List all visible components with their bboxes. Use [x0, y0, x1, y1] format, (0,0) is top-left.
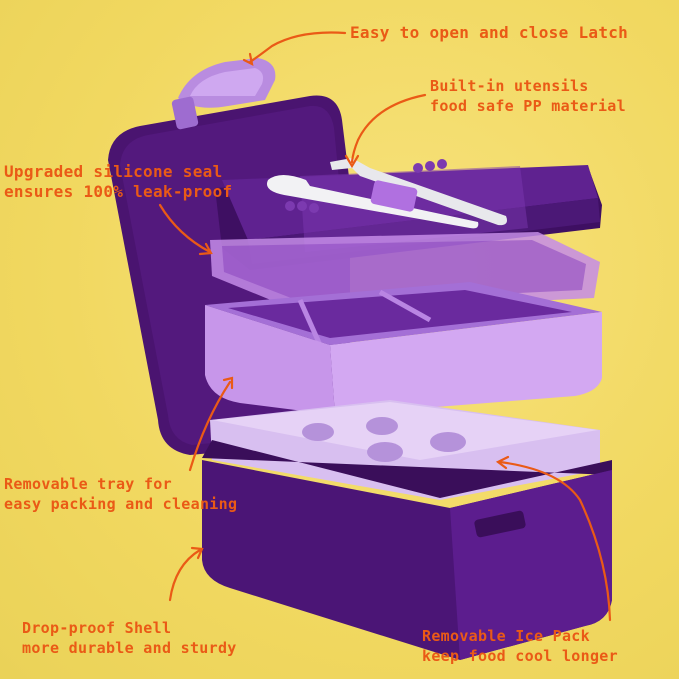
callout-tray: Removable tray for easy packing and clea…: [4, 474, 237, 514]
callout-ice-pack-line2: keep food cool longer: [422, 647, 618, 665]
fork: [330, 158, 507, 226]
callout-latch-text: Easy to open and close Latch: [350, 23, 629, 42]
callout-seal-line2: ensures 100% leak-proof: [4, 182, 233, 201]
latch: [171, 58, 276, 130]
callout-seal: Upgraded silicone seal ensures 100% leak…: [4, 162, 232, 202]
compartment-tray: [205, 282, 602, 415]
callout-arrows: [158, 31, 612, 622]
callout-utensils-line2: food safe PP material: [430, 97, 626, 115]
bottom-shell: [202, 440, 612, 660]
callout-utensils-line1: Built-in utensils: [430, 77, 589, 95]
callout-tray-line1: Removable tray for: [4, 475, 172, 493]
callout-latch: Easy to open and close Latch: [350, 23, 628, 43]
callout-seal-line1: Upgraded silicone seal: [4, 162, 223, 181]
callout-shell: Drop-proof Shell more durable and sturdy: [22, 618, 237, 658]
callout-shell-line1: Drop-proof Shell: [22, 619, 172, 637]
callout-ice-pack: Removable Ice Pack keep food cool longer: [422, 626, 618, 666]
callout-utensils: Built-in utensils food safe PP material: [430, 76, 626, 116]
callout-tray-line2: easy packing and cleaning: [4, 495, 238, 513]
callout-ice-pack-line1: Removable Ice Pack: [422, 627, 590, 645]
callout-shell-line2: more durable and sturdy: [22, 639, 237, 657]
